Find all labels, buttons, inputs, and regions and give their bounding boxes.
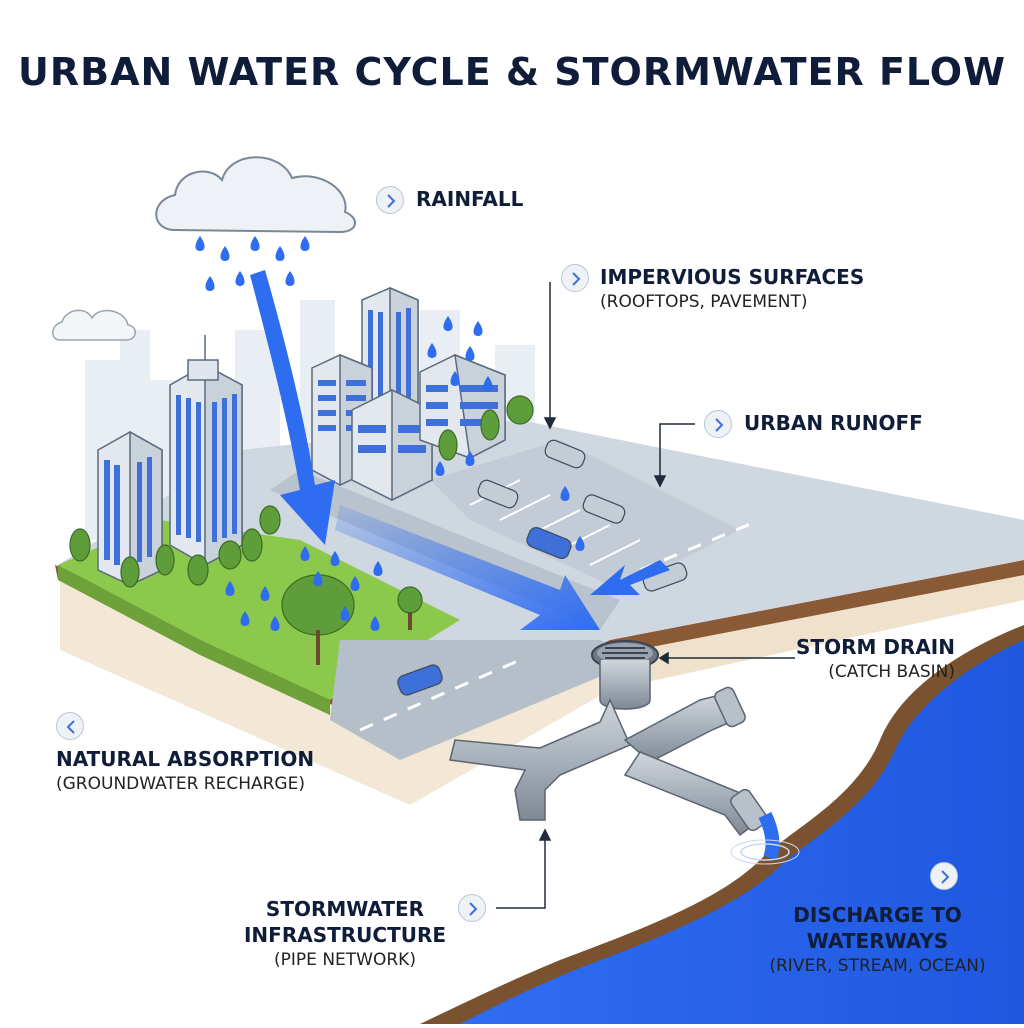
- runoff-chevron-icon[interactable]: [704, 410, 732, 438]
- absorption-subtitle: (GROUNDWATER RECHARGE): [56, 774, 305, 794]
- raindrop: [285, 271, 295, 286]
- raindrop: [575, 536, 585, 551]
- raindrop: [195, 236, 205, 251]
- raindrop: [260, 586, 270, 601]
- raindrop: [250, 236, 260, 251]
- raindrop: [370, 616, 380, 631]
- building: [361, 286, 419, 424]
- raindrop: [450, 371, 460, 386]
- raindrop: [373, 561, 383, 576]
- raindrop: [473, 321, 483, 336]
- raindrop: [205, 276, 215, 291]
- parking-lot: [430, 440, 740, 590]
- raindrop: [240, 611, 250, 626]
- raindrop: [235, 271, 245, 286]
- runoff-label: URBAN RUNOFF: [744, 410, 923, 436]
- building: [419, 353, 506, 460]
- storm-drain-title: STORM DRAIN: [796, 635, 955, 659]
- infrastructure-subtitle: (PIPE NETWORK): [274, 950, 416, 970]
- infrastructure-chevron-icon[interactable]: [458, 894, 486, 922]
- raindrop: [300, 236, 310, 251]
- raindrop: [270, 616, 280, 631]
- building: [169, 335, 243, 567]
- impervious-subtitle: (ROOFTOPS, PAVEMENT): [600, 292, 808, 312]
- raindrop: [560, 486, 570, 501]
- discharge-title-line1: DISCHARGE TO: [793, 903, 962, 927]
- river: [420, 625, 1024, 1024]
- raindrop: [330, 551, 340, 566]
- raindrops: [195, 236, 585, 631]
- pipe-network: [449, 686, 768, 837]
- runoff-title: URBAN RUNOFF: [744, 411, 923, 435]
- absorption-label: NATURAL ABSORPTION (GROUNDWATER RECHARGE…: [56, 746, 314, 796]
- trees: [69, 395, 534, 665]
- building: [97, 430, 163, 587]
- impervious-label: IMPERVIOUS SURFACES (ROOFTOPS, PAVEMENT): [600, 264, 864, 314]
- infrastructure-title-line2: INFRASTRUCTURE: [243, 923, 447, 947]
- rainfall-label: RAINFALL: [416, 186, 523, 212]
- raindrop: [483, 376, 493, 391]
- raindrop: [313, 571, 323, 586]
- raindrop: [225, 581, 235, 596]
- storm-drain-subtitle: (CATCH BASIN): [828, 662, 955, 682]
- absorption-title: NATURAL ABSORPTION: [56, 747, 315, 771]
- rainfall-title: RAINFALL: [416, 187, 524, 211]
- raindrop: [350, 576, 360, 591]
- absorption-chevron-icon[interactable]: [56, 712, 84, 740]
- storm-drain-label: STORM DRAIN (CATCH BASIN): [780, 634, 955, 684]
- runoff-arrows: [250, 270, 670, 630]
- impervious-title: IMPERVIOUS SURFACES: [600, 265, 865, 289]
- raindrop: [465, 451, 475, 466]
- raindrop: [275, 246, 285, 261]
- storm-drain-grate: [591, 640, 659, 710]
- impervious-chevron-icon[interactable]: [561, 264, 589, 292]
- raindrop: [300, 546, 310, 561]
- raindrop: [465, 346, 475, 361]
- discharge-label: DISCHARGE TO WATERWAYS (RIVER, STREAM, O…: [760, 902, 995, 978]
- raindrop: [220, 246, 230, 261]
- callout-lines: [496, 282, 795, 909]
- discharge-title-line2: WATERWAYS: [806, 929, 949, 953]
- raindrop: [435, 461, 445, 476]
- infrastructure-label: STORMWATER INFRASTRUCTURE (PIPE NETWORK): [240, 896, 450, 972]
- infrastructure-title-line1: STORMWATER: [265, 897, 425, 921]
- raindrop: [443, 316, 453, 331]
- raindrop: [340, 606, 350, 621]
- raindrop: [427, 343, 437, 358]
- rain-cloud: [52, 156, 356, 341]
- discharge-chevron-icon[interactable]: [930, 862, 958, 890]
- cars: [397, 439, 688, 696]
- page-title: URBAN WATER CYCLE & STORMWATER FLOW: [17, 50, 1006, 94]
- discharge-subtitle: (RIVER, STREAM, OCEAN): [769, 956, 986, 976]
- rainfall-chevron-icon[interactable]: [376, 186, 404, 214]
- buildings: [97, 286, 506, 587]
